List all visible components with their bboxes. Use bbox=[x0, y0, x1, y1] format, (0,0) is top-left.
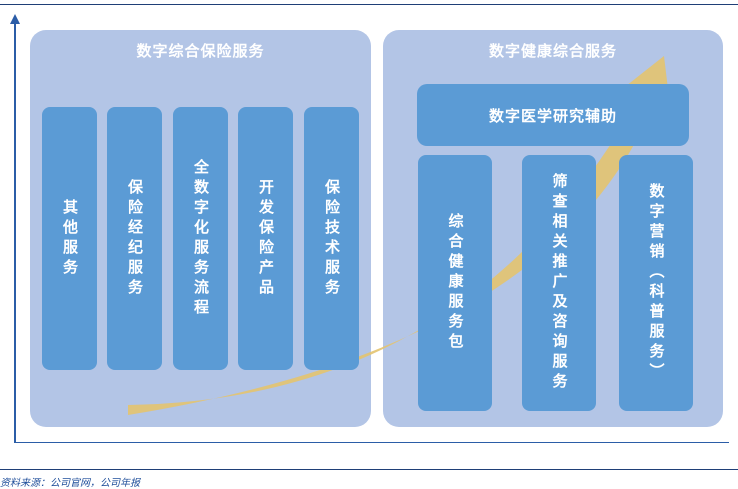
column-other-services: 其他服务 bbox=[42, 107, 97, 370]
column-screening-promotion-label: 筛查相关推广及咨询服务 bbox=[550, 173, 569, 393]
column-insurance-tech-label: 保险技术服务 bbox=[323, 178, 341, 299]
column-health-package: 综合健康服务包 bbox=[418, 155, 492, 411]
column-insurance-brokerage-label: 保险经纪服务 bbox=[126, 178, 144, 299]
bottom-rule bbox=[0, 469, 738, 470]
column-develop-products: 开发保险产品 bbox=[238, 107, 293, 370]
column-full-digital-process-label: 全数字化服务流程 bbox=[192, 158, 210, 319]
column-digital-marketing-label: 数字营销（科普服务） bbox=[647, 183, 666, 383]
column-other-services-label: 其他服务 bbox=[61, 198, 79, 279]
x-axis-line bbox=[14, 442, 729, 443]
column-health-package-label: 综合健康服务包 bbox=[446, 213, 465, 353]
medical-research-banner: 数字医学研究辅助 bbox=[417, 84, 689, 146]
top-rule bbox=[0, 4, 738, 5]
column-digital-marketing: 数字营销（科普服务） bbox=[619, 155, 693, 411]
health-services-title: 数字健康综合服务 bbox=[488, 42, 617, 60]
column-insurance-brokerage: 保险经纪服务 bbox=[107, 107, 162, 370]
column-full-digital-process: 全数字化服务流程 bbox=[173, 107, 228, 370]
source-footnote: 资料来源：公司官网，公司年报 bbox=[0, 478, 140, 489]
y-axis-line bbox=[14, 22, 16, 442]
column-screening-promotion: 筛查相关推广及咨询服务 bbox=[522, 155, 596, 411]
column-insurance-tech: 保险技术服务 bbox=[304, 107, 359, 370]
column-develop-products-label: 开发保险产品 bbox=[257, 178, 275, 299]
y-axis-arrow-icon bbox=[10, 14, 20, 24]
insurance-services-title: 数字综合保险服务 bbox=[136, 42, 265, 60]
